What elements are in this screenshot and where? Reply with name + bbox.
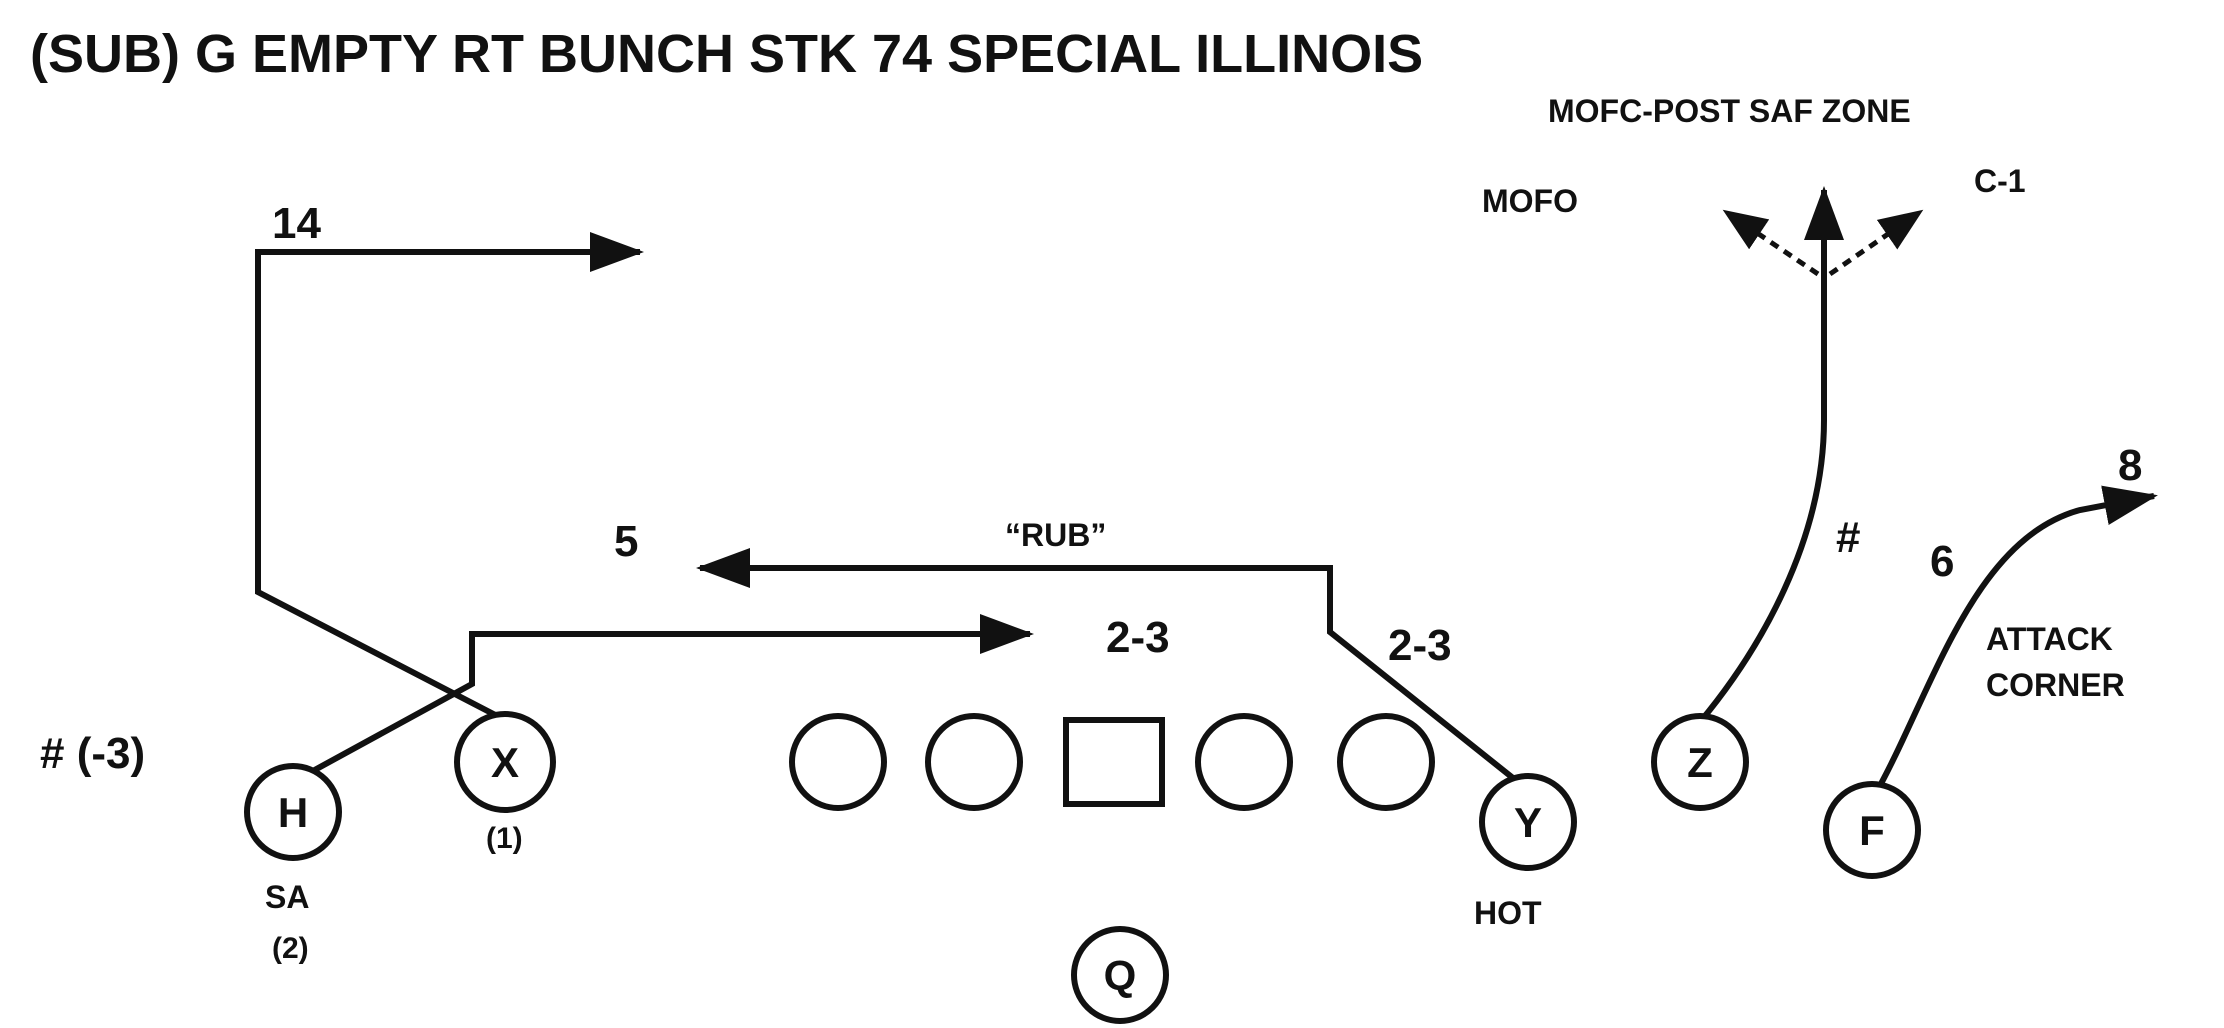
z-option-c1	[1828, 209, 1924, 277]
player-q: Q	[1071, 926, 1169, 1024]
right-guard	[1195, 713, 1293, 811]
x-route	[255, 232, 644, 723]
f-depth-8-label: 8	[2118, 441, 2142, 490]
z-route	[1697, 186, 1844, 724]
y-route	[696, 548, 1530, 793]
x-number-label: (1)	[486, 822, 523, 855]
h-alignment-label: # (-3)	[40, 729, 145, 778]
svg-text:H: H	[278, 789, 308, 836]
z-hash-label: #	[1836, 513, 1860, 562]
player-z: Z	[1651, 713, 1749, 811]
svg-text:Y: Y	[1514, 799, 1542, 846]
hot-label: HOT	[1474, 895, 1542, 931]
rub-label: “RUB”	[1005, 517, 1106, 553]
sa-label: SA	[265, 879, 309, 915]
attack-label: ATTACK	[1986, 621, 2113, 657]
c1-label: C-1	[1974, 163, 2026, 199]
h-number-label: (2)	[272, 932, 309, 965]
corner-label: CORNER	[1986, 667, 2125, 703]
svg-text:F: F	[1859, 807, 1885, 854]
svg-text:X: X	[491, 739, 519, 786]
f-depth-6-label: 6	[1930, 537, 1954, 586]
svg-text:Q: Q	[1104, 952, 1137, 999]
left-tackle	[789, 713, 887, 811]
left-guard	[925, 713, 1023, 811]
z-read-label: MOFC-POST SAF ZONE	[1548, 93, 1911, 129]
center	[1063, 717, 1165, 807]
player-x: X	[454, 711, 556, 813]
player-h: H	[244, 763, 342, 861]
z-option-mofo	[1722, 209, 1820, 277]
h-route	[298, 614, 1034, 781]
svg-text:Z: Z	[1687, 739, 1713, 786]
player-f: F	[1823, 781, 1921, 879]
player-y: Y	[1479, 773, 1577, 871]
rub-depth-label: 5	[614, 517, 638, 566]
mofo-label: MOFO	[1482, 183, 1578, 219]
play-title: (SUB) G EMPTY RT BUNCH STK 74 SPECIAL IL…	[30, 24, 1423, 84]
h-depth-label: 2-3	[1106, 613, 1170, 662]
right-tackle	[1337, 713, 1435, 811]
x-depth-label: 14	[272, 199, 321, 248]
f-route	[1869, 485, 2158, 802]
y-depth-label: 2-3	[1388, 621, 1452, 670]
